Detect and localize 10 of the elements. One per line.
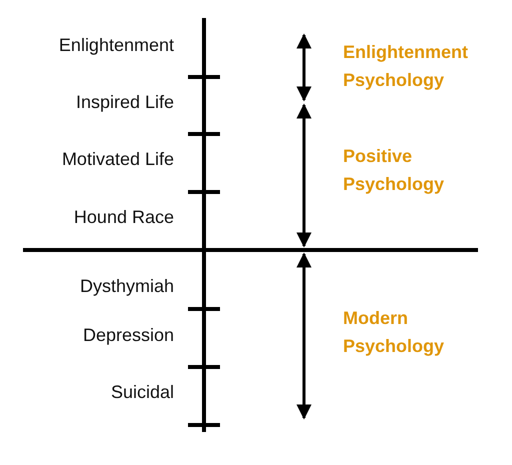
scale-label: Hound Race [74,206,174,228]
scale-label: Suicidal [110,381,174,403]
scale-label: Motivated Life [62,148,174,170]
scale-label: Inspired Life [76,91,174,113]
range-label: Modern Psychology [343,307,446,358]
range-label: Positive Psychology [343,145,446,196]
scale-label: Depression [82,324,174,346]
scale-label: Dysthymiah [80,275,174,297]
scale-label: Enlightenment [58,34,174,56]
range-label: Enlightenment Psychology [343,41,469,92]
